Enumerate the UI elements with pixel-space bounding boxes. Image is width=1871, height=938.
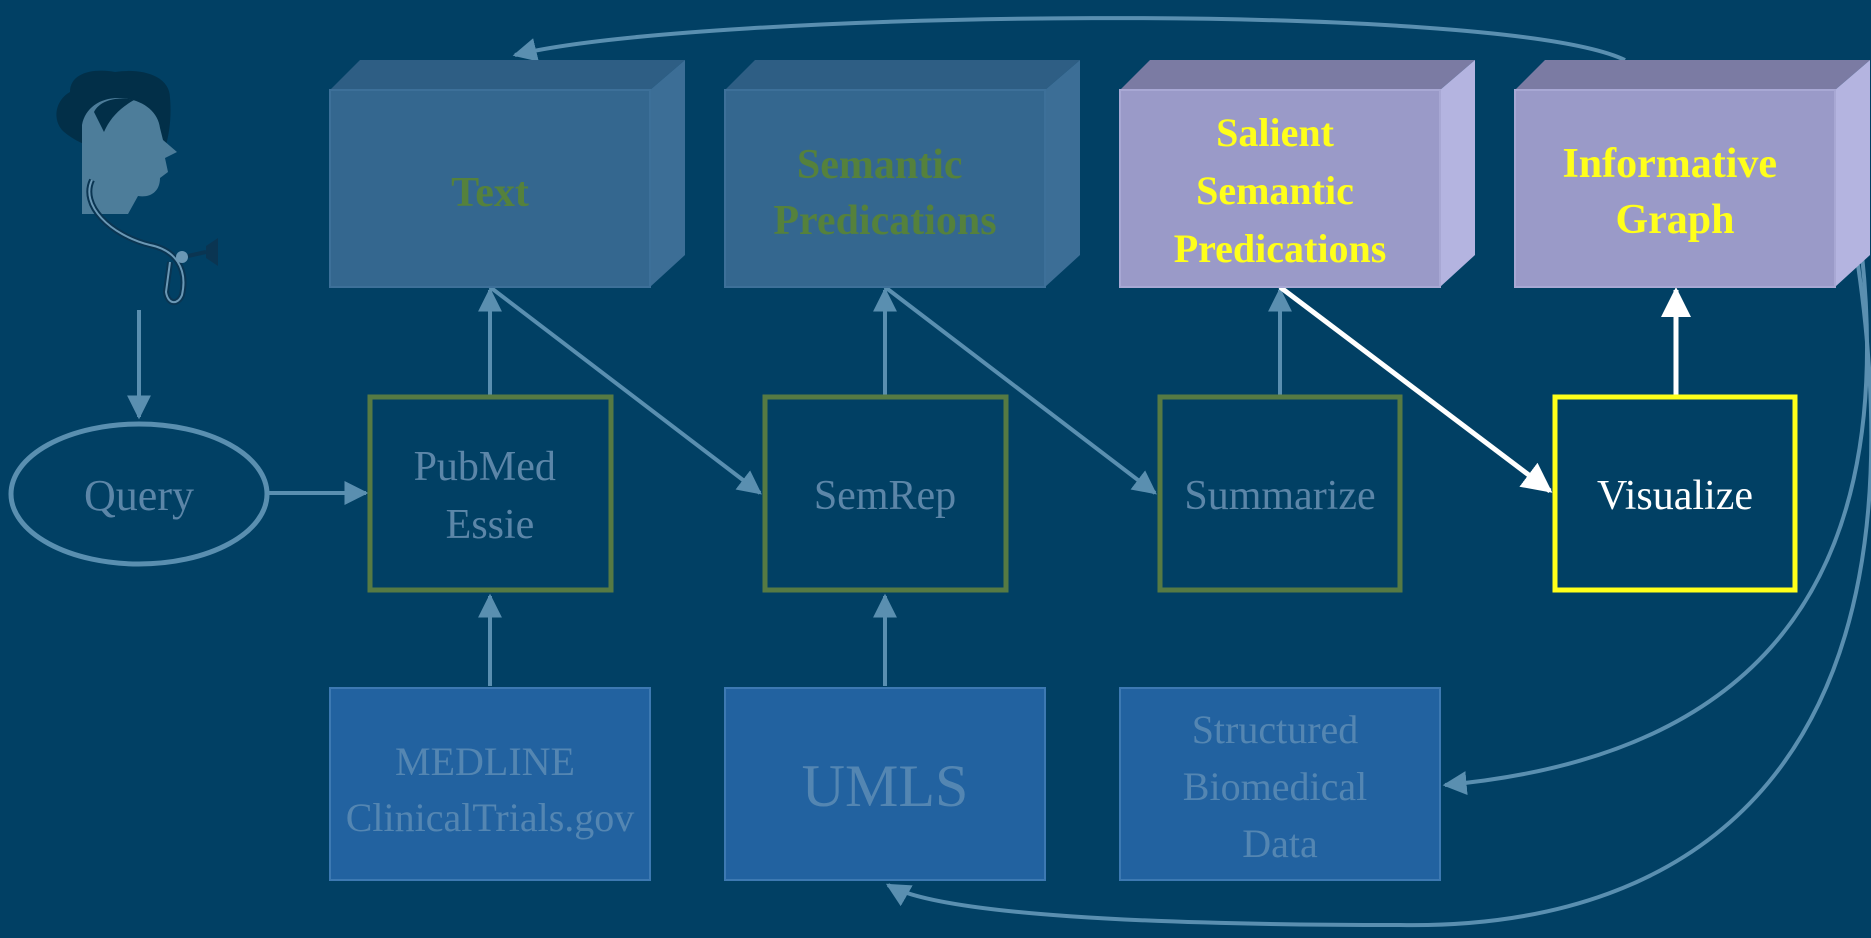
source-umls-label: UMLS <box>802 753 969 819</box>
process-pubmed-essie-label: PubMed Essie <box>414 444 567 548</box>
process-visualize-label: Visualize <box>1597 473 1753 519</box>
output-informative-graph-label: Informative Graph <box>1562 141 1787 243</box>
output-text-label: Text <box>451 170 529 216</box>
feedback-arrow-graph-to-text <box>512 16 1626 62</box>
process-semrep-label: SemRep <box>814 473 956 519</box>
source-structured-biomedical-data-box: Structured Biomedical Data <box>1119 687 1441 881</box>
predications-to-summarize-arrow <box>883 285 1157 495</box>
process-pubmed-essie-box: PubMed Essie <box>367 394 614 593</box>
process-visualize-box: Visualize <box>1552 394 1798 593</box>
output-text-cube: Text <box>329 60 685 288</box>
source-medline-box: MEDLINE ClinicalTrials.gov <box>329 687 651 881</box>
doctor-with-stethoscope-icon <box>56 70 218 306</box>
output-salient-semantic-predications-label: Salient Semantic Predications <box>1174 110 1387 271</box>
query-ellipse <box>8 421 270 567</box>
process-semrep-box: SemRep <box>762 394 1009 593</box>
text-to-semrep-arrow <box>488 285 762 495</box>
source-structured-biomedical-data-label: Structured Biomedical Data <box>1183 707 1377 866</box>
process-summarize-box: Summarize <box>1157 394 1403 593</box>
feedback-arrow-graph-to-structured-data <box>1442 254 1869 795</box>
process-summarize-label: Summarize <box>1184 473 1375 519</box>
output-informative-graph-cube: Informative Graph <box>1514 60 1870 288</box>
feedback-arrow-graph-to-umls <box>885 264 1871 928</box>
source-medline-label: MEDLINE ClinicalTrials.gov <box>346 739 635 840</box>
query-label: Query <box>84 471 194 520</box>
source-umls-box: UMLS <box>724 687 1046 881</box>
output-semantic-predications-cube: Semantic Predications <box>724 60 1080 288</box>
output-salient-semantic-predications-cube: Salient Semantic Predications <box>1119 60 1475 288</box>
salient-to-visualize-arrow <box>1278 285 1553 493</box>
output-semantic-predications-label: Semantic Predications <box>773 142 996 244</box>
